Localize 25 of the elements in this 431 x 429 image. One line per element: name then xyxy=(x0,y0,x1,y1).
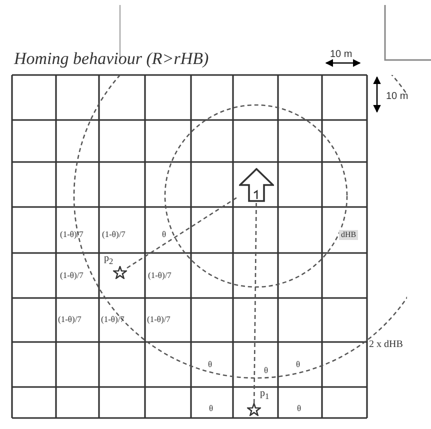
probability-label: θ xyxy=(264,366,268,374)
point-label: p$_{1}$ xyxy=(260,389,270,402)
probability-label: (1-θ)/7 xyxy=(148,271,172,280)
probability-label: θ xyxy=(297,404,302,412)
house-arrow-icon xyxy=(239,168,274,202)
probability-label: θ xyxy=(162,230,166,238)
dashed-line xyxy=(253,202,257,403)
probability-label: (1-θ)/7 xyxy=(60,230,84,238)
scale-label: 10 m xyxy=(330,50,352,60)
point-label: p$_{2}$ xyxy=(104,254,114,266)
probability-label: (1-θ)/7 xyxy=(102,230,126,238)
probability-label: θ xyxy=(208,360,212,368)
probability-label: (1-θ)/7 xyxy=(60,271,84,280)
scale-label: 10 m xyxy=(386,92,408,102)
probability-label: (1-θ)/7 xyxy=(101,315,124,324)
probability-label: (1-θ)/7 xyxy=(58,315,82,324)
probability-label: θ xyxy=(296,360,300,368)
radius-label: 2 x dHB xyxy=(369,340,403,350)
probability-label: (1-θ)/7 xyxy=(147,315,170,324)
dashed-line xyxy=(126,196,240,269)
star-icon xyxy=(113,266,127,279)
star-icon xyxy=(247,403,261,416)
title: Homing behaviour (R>rHB) xyxy=(14,49,209,69)
probability-label: θ xyxy=(209,404,214,412)
radius-label: dHB xyxy=(339,230,358,240)
